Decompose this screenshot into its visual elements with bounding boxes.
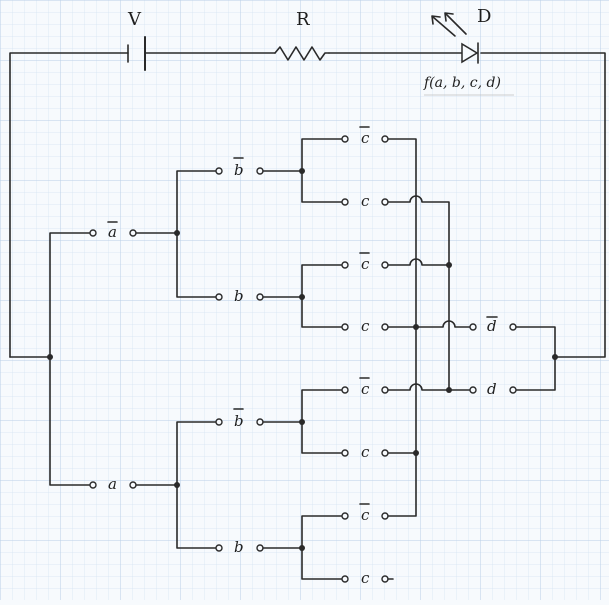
b-level-lower-wires — [176, 421, 217, 549]
switch-b-upper — [215, 293, 303, 301]
junction-c-3 — [299, 419, 305, 425]
switch-c-bar-3 — [341, 386, 389, 394]
diode-symbol — [461, 42, 479, 64]
battery-symbol — [127, 36, 146, 71]
label-b-lower: b — [234, 538, 244, 556]
c-group-3-wires — [301, 389, 343, 454]
junction-b-upper — [174, 230, 180, 236]
label-c-3: c — [361, 443, 370, 461]
switch-c-3 — [341, 449, 389, 457]
output-function-label: f(a, b, c, d) — [423, 75, 501, 91]
junction-c-1 — [299, 168, 305, 174]
label-b-upper: b — [234, 287, 244, 305]
c-group-4-wires — [301, 515, 343, 580]
junction-c-2 — [299, 294, 305, 300]
label-b-bar-lower: b — [234, 412, 244, 430]
label-d: d — [487, 380, 497, 398]
top-wire — [9, 52, 606, 358]
diode-label: D — [477, 6, 491, 27]
switch-a — [89, 481, 178, 489]
switch-b-bar-upper — [215, 167, 303, 175]
switch-d — [469, 386, 517, 394]
label-c-4: c — [361, 569, 370, 587]
junction-b-lower — [174, 482, 180, 488]
bus-junction-cbar2 — [446, 262, 452, 268]
label-c-bar-3: c — [361, 380, 370, 398]
switch-b-lower — [215, 544, 303, 552]
switch-a-bar — [89, 229, 178, 237]
junction-a — [47, 354, 53, 360]
bus-junction-c3 — [413, 450, 419, 456]
resistor-symbol — [274, 46, 330, 61]
battery-label: V — [127, 9, 142, 30]
label-c-bar-4: c — [361, 506, 370, 524]
label-c-bar-2: c — [361, 255, 370, 273]
label-b-bar-upper: b — [234, 161, 244, 179]
light-emission-arrows-icon — [431, 12, 467, 37]
label-a-bar: a — [108, 223, 117, 241]
junction-d-output — [552, 354, 558, 360]
label-d-bar: d — [487, 317, 497, 335]
label-c-bar-1: c — [361, 129, 370, 147]
bus-junction-c2 — [413, 324, 419, 330]
a-level-wires — [49, 232, 91, 486]
label-a: a — [108, 475, 117, 493]
resistor-label: R — [296, 9, 310, 30]
switch-b-bar-lower — [215, 418, 303, 426]
c-group-1-wires — [301, 138, 343, 203]
label-c-1: c — [361, 192, 370, 210]
junction-c-4 — [299, 545, 305, 551]
label-c-2: c — [361, 317, 370, 335]
b-level-upper-wires — [176, 170, 217, 298]
switch-c-bar-4 — [341, 512, 389, 520]
bus-junction-cbar3 — [446, 387, 452, 393]
c-group-2-wires — [301, 264, 343, 328]
